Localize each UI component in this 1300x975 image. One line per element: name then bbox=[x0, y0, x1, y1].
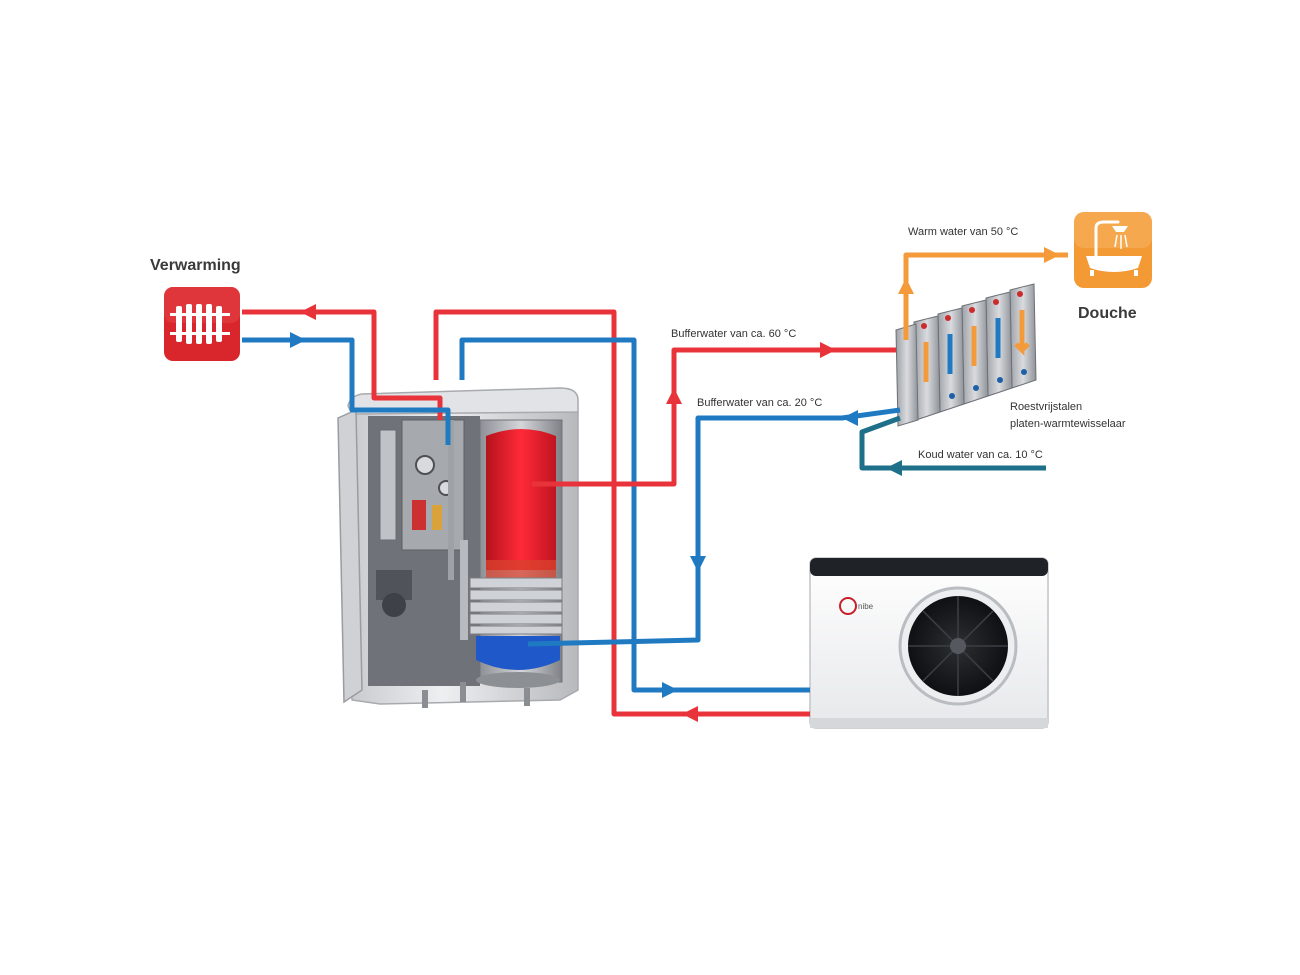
label-shower: Douche bbox=[1078, 305, 1137, 322]
arrow-warm-up bbox=[898, 278, 914, 294]
arrow-heating-supply bbox=[300, 304, 316, 320]
label-buffer-cold: Bufferwater van ca. 20 °C bbox=[697, 397, 822, 409]
pipe-heatpump-return bbox=[459, 337, 810, 693]
label-warm-water: Warm water van 50 °C bbox=[908, 226, 1018, 238]
indoor-unit-door bbox=[337, 408, 363, 704]
indoor-unit bbox=[337, 387, 579, 708]
buffer-tank-hot-zone bbox=[486, 429, 556, 570]
outdoor-heat-pump: nibe bbox=[809, 557, 1049, 729]
pipe-warm-water bbox=[903, 252, 1068, 340]
plate-heat-exchanger bbox=[895, 283, 1037, 427]
shower-icon bbox=[1074, 212, 1152, 288]
arrow-warm-right bbox=[1044, 247, 1060, 263]
flow-arrows bbox=[290, 247, 1060, 722]
exchanger-plates bbox=[895, 283, 1037, 427]
pipe-heating-supply bbox=[242, 309, 443, 420]
heat-pump-top-band bbox=[810, 558, 1048, 576]
label-buffer-hot: Bufferwater van ca. 60 °C bbox=[671, 328, 796, 340]
label-cold-water: Koud water van ca. 10 °C bbox=[918, 449, 1043, 461]
buffer-tank bbox=[469, 419, 563, 688]
pipe-cold-water bbox=[859, 415, 1046, 471]
arrow-buffer-cold-down bbox=[690, 556, 706, 572]
brand-logo-icon bbox=[839, 597, 857, 615]
label-exchanger-line2: platen-warmtewisselaar bbox=[1010, 418, 1126, 430]
exchanger-flow-arrows bbox=[923, 310, 1030, 382]
arrow-buffer-hot-up bbox=[666, 388, 682, 404]
label-heating: Verwarming bbox=[150, 257, 241, 274]
arrow-heatpump-supply bbox=[682, 706, 698, 722]
labels: Verwarming Douche Warm water van 50 °C B… bbox=[150, 226, 1137, 461]
pipe-buffer-cold bbox=[527, 407, 901, 647]
pipe-buffer-hot bbox=[532, 347, 896, 487]
arrow-heating-return bbox=[290, 332, 306, 348]
arrow-heatpump-return bbox=[662, 682, 678, 698]
pipes bbox=[242, 252, 1068, 717]
tank-coil bbox=[469, 577, 563, 635]
arrow-buffer-cold-left bbox=[842, 410, 858, 426]
radiator-icon bbox=[164, 287, 240, 361]
arrow-buffer-hot-right bbox=[820, 342, 836, 358]
label-exchanger-line1: Roestvrijstalen bbox=[1010, 401, 1082, 413]
arrow-cold-water-left bbox=[886, 460, 902, 476]
brand-logo-text: nibe bbox=[858, 602, 874, 611]
pipe-heating-return bbox=[242, 337, 451, 445]
pipe-heatpump-supply bbox=[433, 309, 810, 717]
